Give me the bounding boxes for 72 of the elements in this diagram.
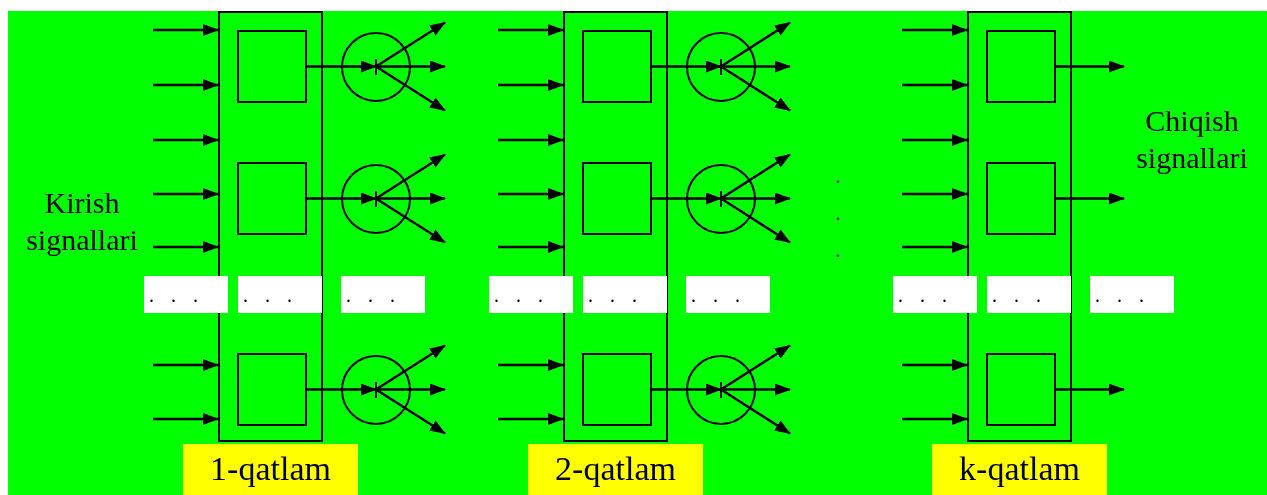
arrow (376, 383, 446, 396)
ellipsis-band: . . . (341, 276, 425, 313)
arrow (153, 188, 219, 200)
neuron-box (986, 162, 1056, 235)
arrow (902, 79, 968, 91)
arrow (498, 359, 564, 371)
arrow (498, 241, 564, 253)
layer-label: 2-qatlam (528, 444, 703, 495)
arrow (375, 388, 446, 435)
arrow (720, 153, 791, 200)
arrow (153, 241, 219, 253)
arrow (376, 60, 446, 73)
arrow (902, 413, 968, 425)
neuron-box (237, 353, 307, 426)
arrow (902, 134, 968, 146)
arrow (652, 60, 722, 73)
continuation-dots: . . . (834, 164, 842, 263)
arrow (498, 79, 564, 91)
neuron-box (986, 353, 1056, 426)
arrow (1056, 192, 1125, 205)
neuron-box (237, 30, 307, 103)
arrow (902, 188, 968, 200)
arrow (721, 383, 791, 396)
arrow (307, 192, 377, 205)
ellipsis-band: . . . (238, 276, 322, 313)
neuron-box (582, 30, 652, 103)
arrow (720, 344, 791, 391)
arrow (153, 359, 219, 371)
arrow (498, 188, 564, 200)
ellipsis-band: . . . (1090, 276, 1174, 313)
ellipsis-band: . . . (489, 276, 573, 313)
arrow (153, 413, 219, 425)
arrow (721, 60, 791, 73)
layer-label: 1-qatlam (183, 444, 358, 495)
arrow (376, 192, 446, 205)
arrow (375, 65, 446, 112)
input-label: Kirish signallari (25, 185, 139, 258)
arrow (720, 21, 791, 68)
arrow (1056, 383, 1125, 396)
arrow (375, 344, 446, 391)
layer-label: k-qatlam (932, 444, 1107, 495)
arrow (153, 134, 219, 146)
ellipsis-band: . . . (987, 276, 1071, 313)
ellipsis-band: . . . (144, 276, 228, 313)
arrow (498, 24, 564, 36)
arrow (720, 65, 791, 112)
arrow (498, 413, 564, 425)
arrow (902, 241, 968, 253)
arrow (652, 383, 722, 396)
arrow (375, 21, 446, 68)
arrow (902, 359, 968, 371)
arrow (307, 60, 377, 73)
arrow (902, 24, 968, 36)
ellipsis-band: . . . (893, 276, 977, 313)
arrow (1056, 60, 1125, 73)
arrow (153, 79, 219, 91)
arrow (307, 383, 377, 396)
arrow (375, 197, 446, 244)
arrow (721, 192, 791, 205)
arrow (720, 197, 791, 244)
neuron-box (582, 162, 652, 235)
arrow (720, 388, 791, 435)
arrow (375, 153, 446, 200)
arrow (153, 24, 219, 36)
neuron-box (237, 162, 307, 235)
neuron-box (986, 30, 1056, 103)
arrow (498, 134, 564, 146)
arrow (652, 192, 722, 205)
neuron-box (582, 353, 652, 426)
output-label: Chiqish signallari (1135, 103, 1249, 176)
ellipsis-band: . . . (583, 276, 667, 313)
ellipsis-band: . . . (686, 276, 770, 313)
